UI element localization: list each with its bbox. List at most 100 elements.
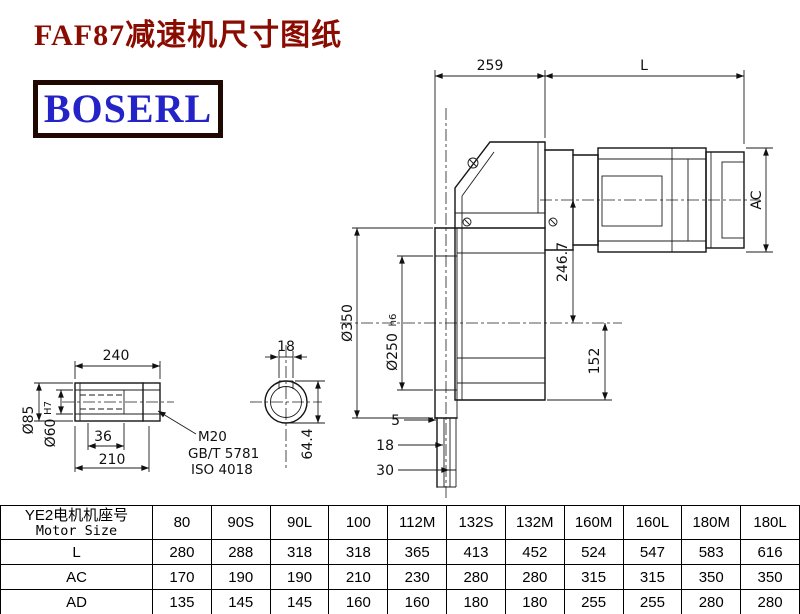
table-cell: 145	[269, 589, 330, 614]
table-cell: 288	[210, 539, 271, 565]
column-header: 112M	[387, 505, 448, 540]
brand-logo-text: BOSERL	[43, 86, 213, 131]
dim-64-4-text: 64.4	[300, 428, 316, 459]
dim-152-text: 152	[587, 348, 603, 375]
column-header: 90S	[210, 505, 271, 540]
dim-d350-text: Ø350	[340, 304, 356, 342]
standard-iso-text: ISO 4018	[191, 462, 253, 478]
header-motor-size-cn: YE2电机机座号	[24, 506, 129, 524]
table-cell: 280	[740, 589, 800, 614]
table-cell: 318	[269, 539, 330, 565]
output-flange	[434, 227, 546, 419]
column-header: 80	[152, 505, 212, 540]
technical-drawing: 259 L AC Ø350 Ø250 h6	[21, 58, 773, 500]
column-header: 160L	[622, 505, 683, 540]
column-header: 160M	[563, 505, 624, 540]
dim-d250h6: Ø250 h6	[385, 255, 433, 391]
dim-d250-text: Ø250	[385, 333, 401, 371]
motor-size-table: YE2电机机座号 Motor Size 80 90S 90L 100 112M …	[0, 505, 800, 614]
table-cell: 170	[152, 564, 212, 590]
dim-246-7: 246.7	[555, 200, 576, 323]
gearbox-housing	[454, 141, 558, 401]
dim-d85-text: Ø85	[21, 406, 37, 435]
thread-m20-text: M20	[198, 429, 227, 445]
column-header: 100	[328, 505, 389, 540]
dim-d350: Ø350	[340, 227, 433, 419]
table-cell: 350	[681, 564, 742, 590]
dim-5-18-30: 5 18 30	[376, 413, 449, 479]
table-cell: 280	[504, 564, 565, 590]
dim-L-text: L	[640, 58, 648, 74]
table-cell: 315	[563, 564, 624, 590]
table-cell: 280	[446, 564, 506, 590]
table-cell: 160	[387, 589, 448, 614]
shaft-section-view	[264, 380, 308, 424]
motor	[544, 147, 745, 253]
dim-246-7-text: 246.7	[555, 242, 571, 282]
dim-36-text: 36	[94, 429, 112, 445]
table-cell: 190	[210, 564, 271, 590]
dim-210-text: 210	[99, 452, 126, 468]
table-row-L: L 280 288 318 318 365 413 452 524 547 58…	[0, 539, 800, 565]
column-header: 180M	[681, 505, 742, 540]
table-cell: 616	[740, 539, 800, 565]
header-motor-size-en: Motor Size	[35, 522, 118, 539]
dim-152: 152	[547, 323, 612, 401]
table-cell: 547	[622, 539, 683, 565]
column-header: 90L	[269, 505, 330, 540]
table-cell: 583	[681, 539, 742, 565]
dim-259: 259	[434, 58, 546, 224]
table-cell: 452	[504, 539, 565, 565]
dim-240: 240	[74, 348, 161, 379]
dim-240-text: 240	[103, 348, 130, 364]
thread-callout: M20 GB/T 5781 ISO 4018	[157, 410, 259, 478]
dim-d60-tol-text: H7	[43, 401, 54, 415]
dim-259-text: 259	[477, 58, 504, 74]
table-cell: 145	[210, 589, 271, 614]
table-cell: 180	[446, 589, 506, 614]
table-cell: 315	[622, 564, 683, 590]
table-cell: 365	[387, 539, 448, 565]
column-header: 132M	[504, 505, 565, 540]
row-label: AD	[0, 589, 153, 614]
dim-18-key: 18	[265, 339, 307, 378]
dim-d60-text: Ø60	[43, 419, 59, 448]
header-motor-size: YE2电机机座号 Motor Size	[0, 505, 153, 540]
hollow-shaft	[436, 417, 457, 488]
shaft-hatch	[142, 382, 161, 422]
table-cell: 280	[152, 539, 212, 565]
standard-gbt-text: GB/T 5781	[188, 446, 259, 462]
table-cell: 210	[328, 564, 389, 590]
center-lines	[62, 108, 760, 500]
table-cell: 413	[446, 539, 506, 565]
table-cell: 160	[328, 589, 389, 614]
row-label: AC	[0, 564, 153, 590]
dim-210: 210	[74, 426, 150, 472]
table-cell: 230	[387, 564, 448, 590]
column-header: 132S	[446, 505, 506, 540]
dim-AC: AC	[746, 147, 773, 253]
table-cell: 524	[563, 539, 624, 565]
table-cell: 180	[504, 589, 565, 614]
motor-windings	[601, 175, 663, 227]
dim-AC-text: AC	[749, 190, 765, 209]
dim-d250-tol-text: h6	[388, 314, 399, 327]
dim-L: L	[545, 58, 745, 144]
table-header-row: YE2电机机座号 Motor Size 80 90S 90L 100 112M …	[0, 505, 800, 540]
bolt-icon	[462, 157, 558, 227]
table-cell: 135	[152, 589, 212, 614]
table-cell: 318	[328, 539, 389, 565]
column-header: 180L	[740, 505, 800, 540]
table-cell: 350	[740, 564, 800, 590]
table-row-AD: AD 135 145 145 160 160 180 180 255 255 2…	[0, 589, 800, 614]
row-label: L	[0, 539, 153, 565]
dim-30-text: 30	[376, 463, 394, 479]
table-cell: 255	[563, 589, 624, 614]
dim-18-key-text: 18	[277, 339, 295, 355]
dim-64-4: 64.4	[288, 380, 325, 460]
table-cell: 190	[269, 564, 330, 590]
dim-36: 36	[87, 423, 125, 450]
dim-18-side-text: 18	[376, 438, 394, 454]
page-title: FAF87减速机尺寸图纸	[34, 19, 343, 52]
